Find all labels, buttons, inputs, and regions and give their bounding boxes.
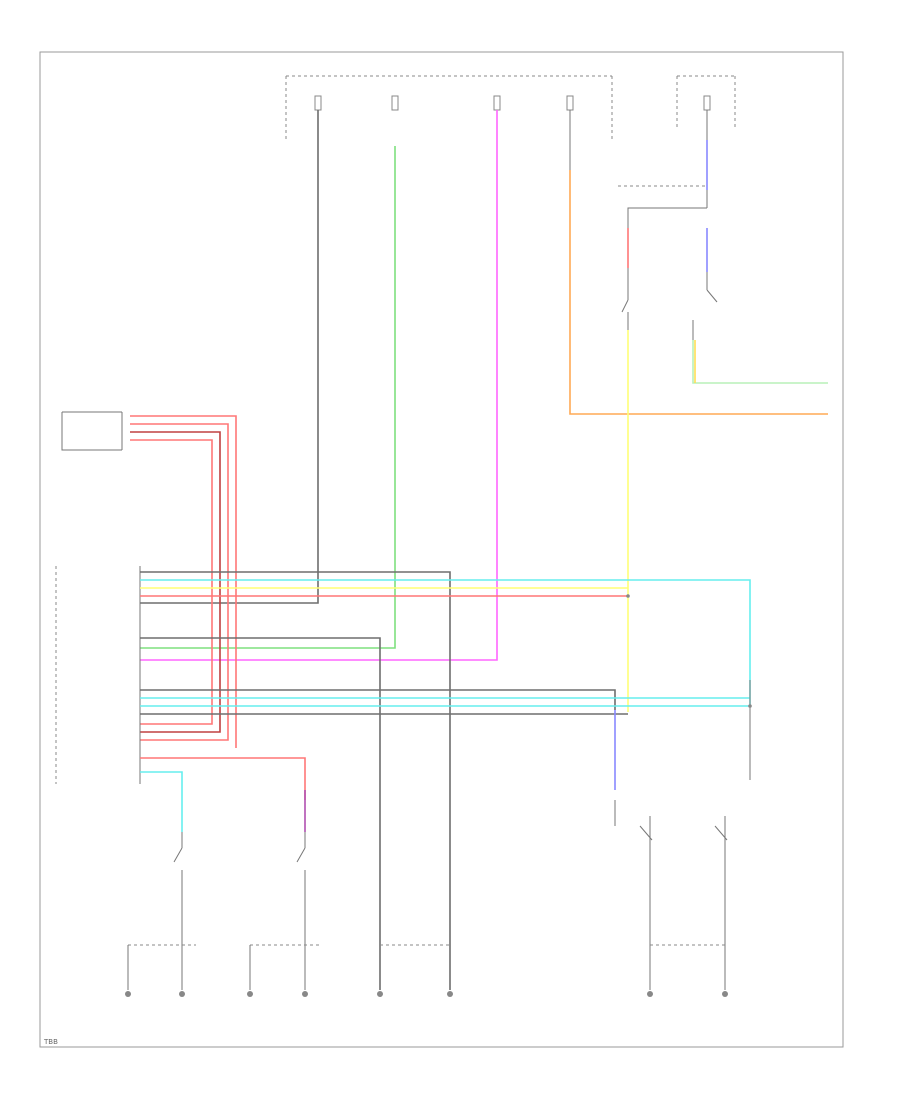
wire-red-upper-4 <box>130 439 213 725</box>
wire-cyan-module-low <box>140 771 183 832</box>
wire-red-upper-3 <box>130 431 221 733</box>
ground-point-2 <box>179 991 185 997</box>
ground-point-7 <box>647 991 653 997</box>
wire-black-module-1 <box>140 571 451 990</box>
ground-point-5 <box>377 991 383 997</box>
wire-orange-fuse4 <box>569 170 828 415</box>
diagram-frame <box>39 51 844 1048</box>
ground-point-8 <box>722 991 728 997</box>
wire-green-yellow-right <box>692 340 828 384</box>
wire-red-upper-2 <box>130 423 229 741</box>
switch-right-2-icon <box>714 816 728 990</box>
fuse-5-icon <box>703 95 711 111</box>
fuse-block-section <box>285 75 736 140</box>
fuse-3-icon <box>493 95 501 111</box>
wire-red-module-low <box>140 757 306 800</box>
fuse-2-icon <box>391 95 399 111</box>
wire-cyan-module-1 <box>140 579 751 706</box>
ground-point-6 <box>447 991 453 997</box>
ground-point-3 <box>247 991 253 997</box>
switch-left-2-icon <box>296 832 306 990</box>
switch-right-1-icon <box>614 800 653 990</box>
ground-point-1 <box>125 991 131 997</box>
wire-black-module-2 <box>140 637 381 990</box>
junction-dot-1 <box>626 594 630 598</box>
fuse-4-icon <box>566 95 574 111</box>
upper-left-component <box>61 411 123 451</box>
wire-pink-fuse3 <box>140 110 498 661</box>
wire-black-fuse1 <box>140 110 319 604</box>
control-module-box <box>55 566 141 784</box>
fuse-1-icon <box>314 95 322 111</box>
ground-point-4 <box>302 991 308 997</box>
switch-left-1-icon <box>173 832 183 990</box>
wire-black-module-3 <box>140 689 616 710</box>
wire-green-fuse2 <box>140 146 396 649</box>
footer-code: TBB <box>43 1038 58 1046</box>
junction-dot-2 <box>748 704 752 708</box>
